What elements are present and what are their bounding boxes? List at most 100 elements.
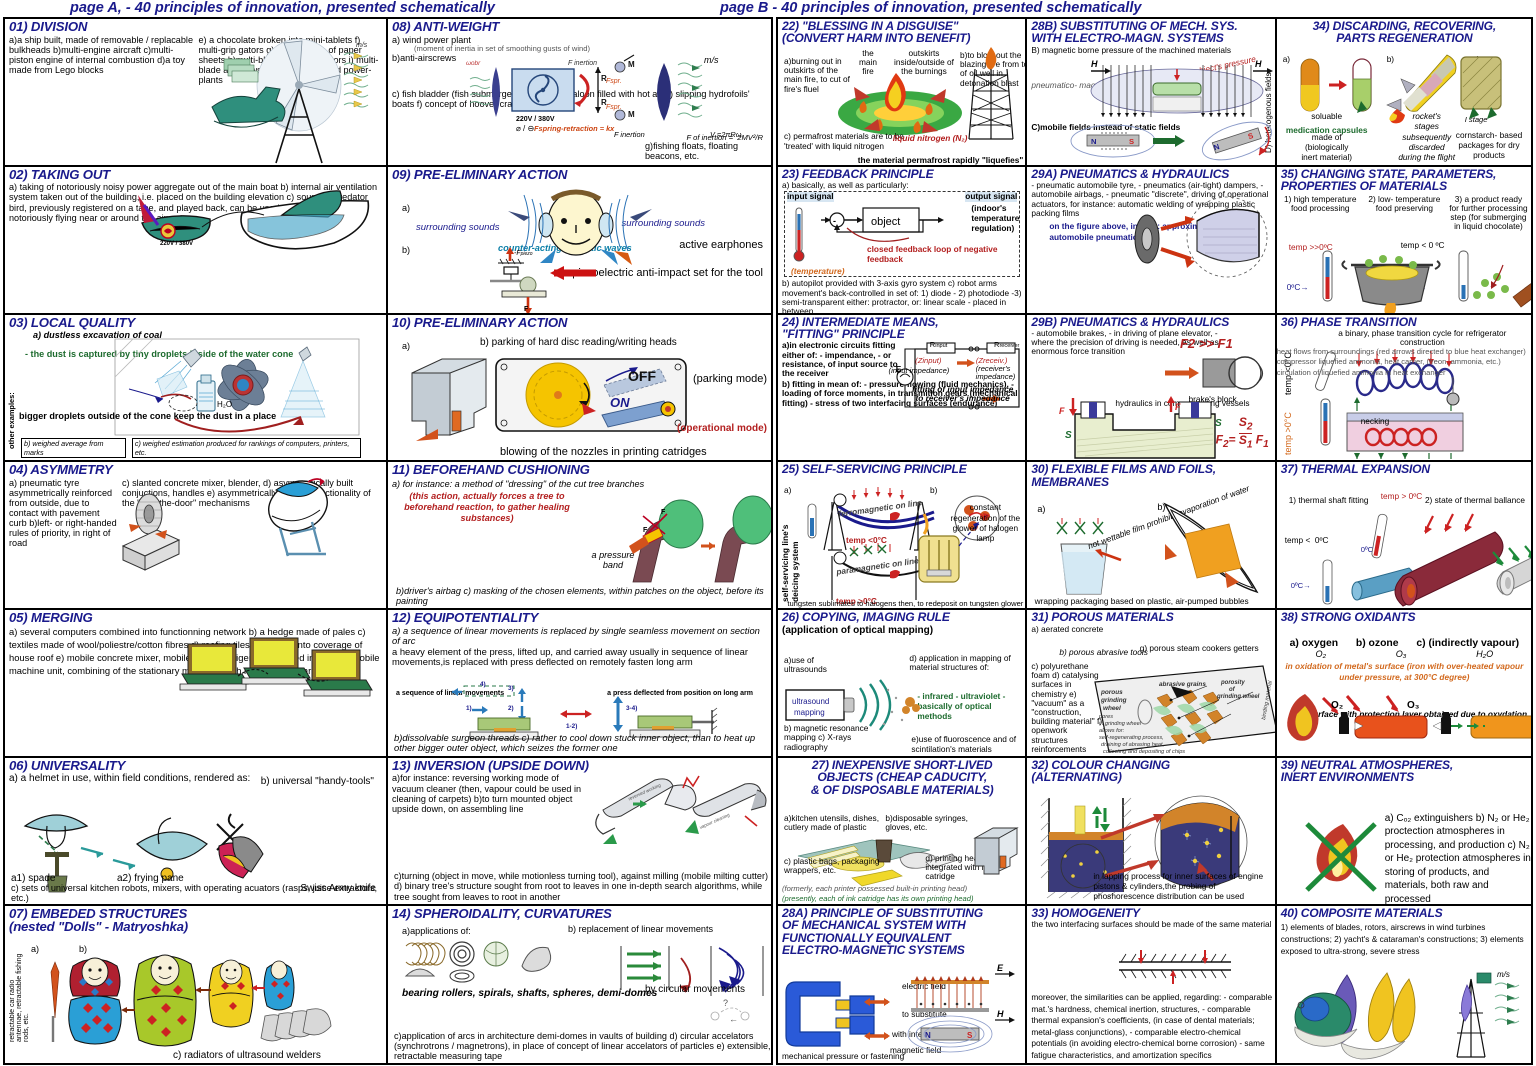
label-a: a) — [1282, 54, 1291, 64]
principle-32-colour-changing[interactable]: 32) COLOUR CHANGING (ALTERNATING) — [1027, 757, 1277, 904]
principle-title: 07) EMBEDED STRUCTURES (nested "Dolls" -… — [9, 905, 188, 935]
principle-08-anti-weight[interactable]: 08) ANTI-WEIGHT a) wind power plant (mom… — [388, 19, 771, 165]
refrigerator-cycle-diagram — [1314, 348, 1464, 459]
principle-06-universality[interactable]: 06) UNIVERSALITY a) a helmet in use, wit… — [5, 757, 388, 904]
label-a: a) — [402, 202, 411, 213]
page-headers: page A, - 40 principles of innovation, p… — [0, 0, 1536, 18]
presently-note: (presently, each of ink catridge has its… — [782, 894, 974, 904]
principle-29a-pneumatics-hydraulics[interactable]: 29A) PNEUMATICS & HYDRAULICS - pneumatic… — [1027, 166, 1277, 313]
beforehand-reaction-note: (this action, actually forces a tree to … — [404, 490, 570, 523]
svg-text:⌀ / ⊖: ⌀ / ⊖ — [516, 124, 534, 133]
svg-text:grinding: grinding — [1100, 697, 1127, 704]
feedback-loop-diagram: - object — [821, 207, 944, 243]
mapping-label: mapping — [794, 708, 825, 717]
principle-22-blessing-in-disguise[interactable]: 22) "BLESSING IN A DISGUISE" (CONVERT HA… — [778, 19, 1028, 165]
principle-b: b) replacement of linear movements — [568, 923, 714, 934]
cornstarch-text: cornstarch- based packages for dry produ… — [1455, 129, 1523, 161]
principle-12-equipotentiality[interactable]: 12) EQUIPOTENTIALITY a) a sequence of li… — [388, 610, 771, 756]
principle-a: a)in electronic circuits fitting either … — [782, 340, 898, 379]
principle-28b-substituting-mech-sys[interactable]: 28B) SUBSTITUTING OF MECH. SYS. WITH ELE… — [1027, 19, 1277, 165]
page-b-panel: 22) "BLESSING IN A DISGUISE" (CONVERT HA… — [776, 17, 1533, 1065]
principle-text: - automobile brakes, - in driving of pla… — [1031, 327, 1219, 357]
oxidation-note: in oxidation of metal's surface (iron wi… — [1285, 661, 1524, 682]
principle-27-inexpensive-short-lived[interactable]: 27) INEXPENSIVE SHORT-LIVED OBJECTS (CHE… — [778, 757, 1028, 904]
principle-09-pre-eliminary-action[interactable]: 09) PRE-ELIMINARY ACTION a) b) surroundi… — [388, 166, 771, 313]
principle-01-division[interactable]: 01) DIVISION a)a ship built, made of rem… — [5, 19, 388, 165]
principle-d: d) printing head integrated with ink cat… — [925, 852, 993, 882]
principle-11-beforehand-cushioning[interactable]: 11) BEFOREHAND CUSHIONING a) for instanc… — [388, 462, 771, 609]
swiss-army-knife-label: Swiss Army knife — [300, 882, 376, 894]
principle-05-merging[interactable]: 05) MERGING a) several computers combine… — [5, 610, 388, 756]
principle-37-thermal-expansion[interactable]: 37) THERMAL EXPANSION 1) thermal shaft f… — [1276, 462, 1532, 609]
state-col-2: 2) low- temperature food preserving — [1368, 193, 1441, 213]
principle-text-1: a)for instance: reversing working mode o… — [392, 773, 582, 814]
principle-03-local-quality[interactable]: 03) LOCAL QUALITY a) dustless excavation… — [5, 314, 388, 461]
principle-39-neutral-atmospheres[interactable]: 39) NEUTRAL ATMOSPHERES, INERT ENVIRONME… — [1276, 757, 1532, 904]
zero-c-1: 0ºC→ — [1360, 545, 1381, 555]
principle-28a-substituting-mech-system[interactable]: 28A) PRINCIPLE OF SUBSTITUTING OF MECHAN… — [778, 905, 1028, 1064]
label-b: b) — [1386, 54, 1395, 64]
principle-33-homogeneity[interactable]: 33) HOMOGENEITY the two interfacing surf… — [1027, 905, 1277, 1064]
concrete-mixer-diagram — [268, 478, 328, 557]
piezo-label: piezoelectric anti-impact set for the to… — [572, 266, 763, 279]
principle-04-asymmetry[interactable]: 04) ASYMMETRY a) pneumatic tyre asymmetr… — [5, 462, 388, 609]
grinding-wheel-porosity-diagram: porous grinding wheel abrasive grains po… — [1094, 665, 1275, 755]
e-field-h-field-diagram: E N S H — [907, 963, 1016, 1052]
mechanical-pressure-label: mechanical pressure or fastening — [782, 1050, 905, 1061]
principle-26-copying-imaging[interactable]: 26) COPYING, IMAGING RULE (application o… — [778, 610, 1028, 756]
principle-a: a) for instance: a method of "dressing" … — [392, 478, 645, 489]
svg-text:m/s: m/s — [1497, 970, 1510, 979]
principle-title: 24) INTERMEDIATE MEANS, "FITTING" PRINCI… — [782, 314, 939, 341]
formula-h2o: H₂O — [1476, 649, 1494, 660]
computers-network-diagram — [179, 637, 373, 697]
oil-well-tower — [968, 47, 1014, 140]
brake-block-label: brake's block — [1188, 393, 1237, 404]
label-b: b) — [79, 943, 88, 954]
principle-13-inversion[interactable]: 13) INVERSION (UPSIDE DOWN) a)for instan… — [388, 757, 771, 904]
principle-38-strong-oxidants[interactable]: 38) STRONG OXIDANTS a) oxygen b) ozone c… — [1276, 610, 1532, 756]
principle-title: 09) PRE-ELIMINARY ACTION — [392, 166, 568, 182]
principle-23-feedback[interactable]: 23) FEEDBACK PRINCIPLE a) basically, as … — [778, 166, 1028, 313]
bearing-rollers-label: bearing rollers, spirals, shafts, sphere… — [402, 987, 658, 999]
principle-36-phase-transition[interactable]: 36) PHASE TRANSITION a binary, phase tra… — [1276, 314, 1532, 461]
svg-text:E: E — [997, 963, 1004, 973]
principle-b: B) magnetic borne pressure of the machin… — [1031, 44, 1232, 55]
cornstarch-package — [1460, 56, 1502, 119]
principle-e: e)use of fluoroscence and of scintilatio… — [911, 734, 1017, 754]
principle-34-discarding-recovering[interactable]: 34) DISCARDING, RECOVERING, PARTS REGENE… — [1276, 19, 1532, 165]
principle-10-pre-eliminary-action[interactable]: 10) PRE-ELIMINARY ACTION a) b) parking o… — [388, 314, 771, 461]
pneumatic-tyre-curb-diagram — [121, 493, 181, 572]
principle-07-embeded-structures[interactable]: 07) EMBEDED STRUCTURES (nested "Dolls" -… — [5, 905, 388, 1064]
capsule-diagram — [1300, 58, 1372, 113]
principle-25-self-servicing[interactable]: 25) SELF-SERVICING PRINCIPLE a) b) self-… — [778, 462, 1028, 609]
magnetic-field-label: magnetic field — [890, 1044, 942, 1055]
r-input-label: Rinput — [929, 339, 948, 349]
principle-30-flexible-films[interactable]: 30) FLEXIBLE FILMS AND FOILS, MEMBRANES … — [1027, 462, 1277, 609]
svg-text:H₂O: H₂O — [217, 400, 232, 409]
principle-40-composite-materials[interactable]: 40) COMPOSITE MATERIALS 1) elements of b… — [1276, 905, 1532, 1064]
principle-35-changing-state[interactable]: 35) CHANGING STATE, PARAMETERS, PROPERTI… — [1276, 166, 1532, 313]
temp-high: temp >0°C — [836, 595, 877, 606]
force-inequality: F2 >> F1 — [1179, 335, 1233, 351]
principle-g: g) porous steam cookers getters — [1139, 643, 1259, 654]
principle-24-intermediate-means[interactable]: 24) INTERMEDIATE MEANS, "FITTING" PRINCI… — [778, 314, 1028, 461]
z-input-label: (Zinput) — [915, 355, 942, 365]
o2-label: O₂ — [1331, 700, 1343, 711]
closed-loop-label: closed feedback loop of negative feedbac… — [867, 243, 998, 264]
principle-text: b) autopilot provided with 3-axis gyro s… — [782, 278, 1022, 313]
surrounding-sounds-right: surrounding sounds — [621, 217, 705, 229]
unit-label: m/s — [356, 42, 368, 49]
principle-14-spheroidality[interactable]: 14) SPHEROIDALITY, CURVATURES a)applicat… — [388, 905, 771, 1064]
principle-sub: the two interfacing surfaces should be m… — [1031, 919, 1272, 930]
principle-31-porous-materials[interactable]: 31) POROUS MATERIALS a) aerated concrete… — [1027, 610, 1277, 756]
handy-tools-label: b) universal "handy-tools" — [260, 775, 374, 787]
svg-text:F: F — [643, 527, 648, 534]
principle-b: b)anti-airscrews — [392, 53, 457, 64]
principle-29b-pneumatics-hydraulics[interactable]: 29B) PNEUMATICS & HYDRAULICS - automobil… — [1027, 314, 1277, 461]
oxidant-a: a) oxygen — [1289, 637, 1339, 649]
principle-b: b)disposable syringes, gloves, etc. — [885, 812, 968, 833]
principle-02-taking-out[interactable]: 02) TAKING OUT a) taking of notoriously … — [5, 166, 388, 313]
